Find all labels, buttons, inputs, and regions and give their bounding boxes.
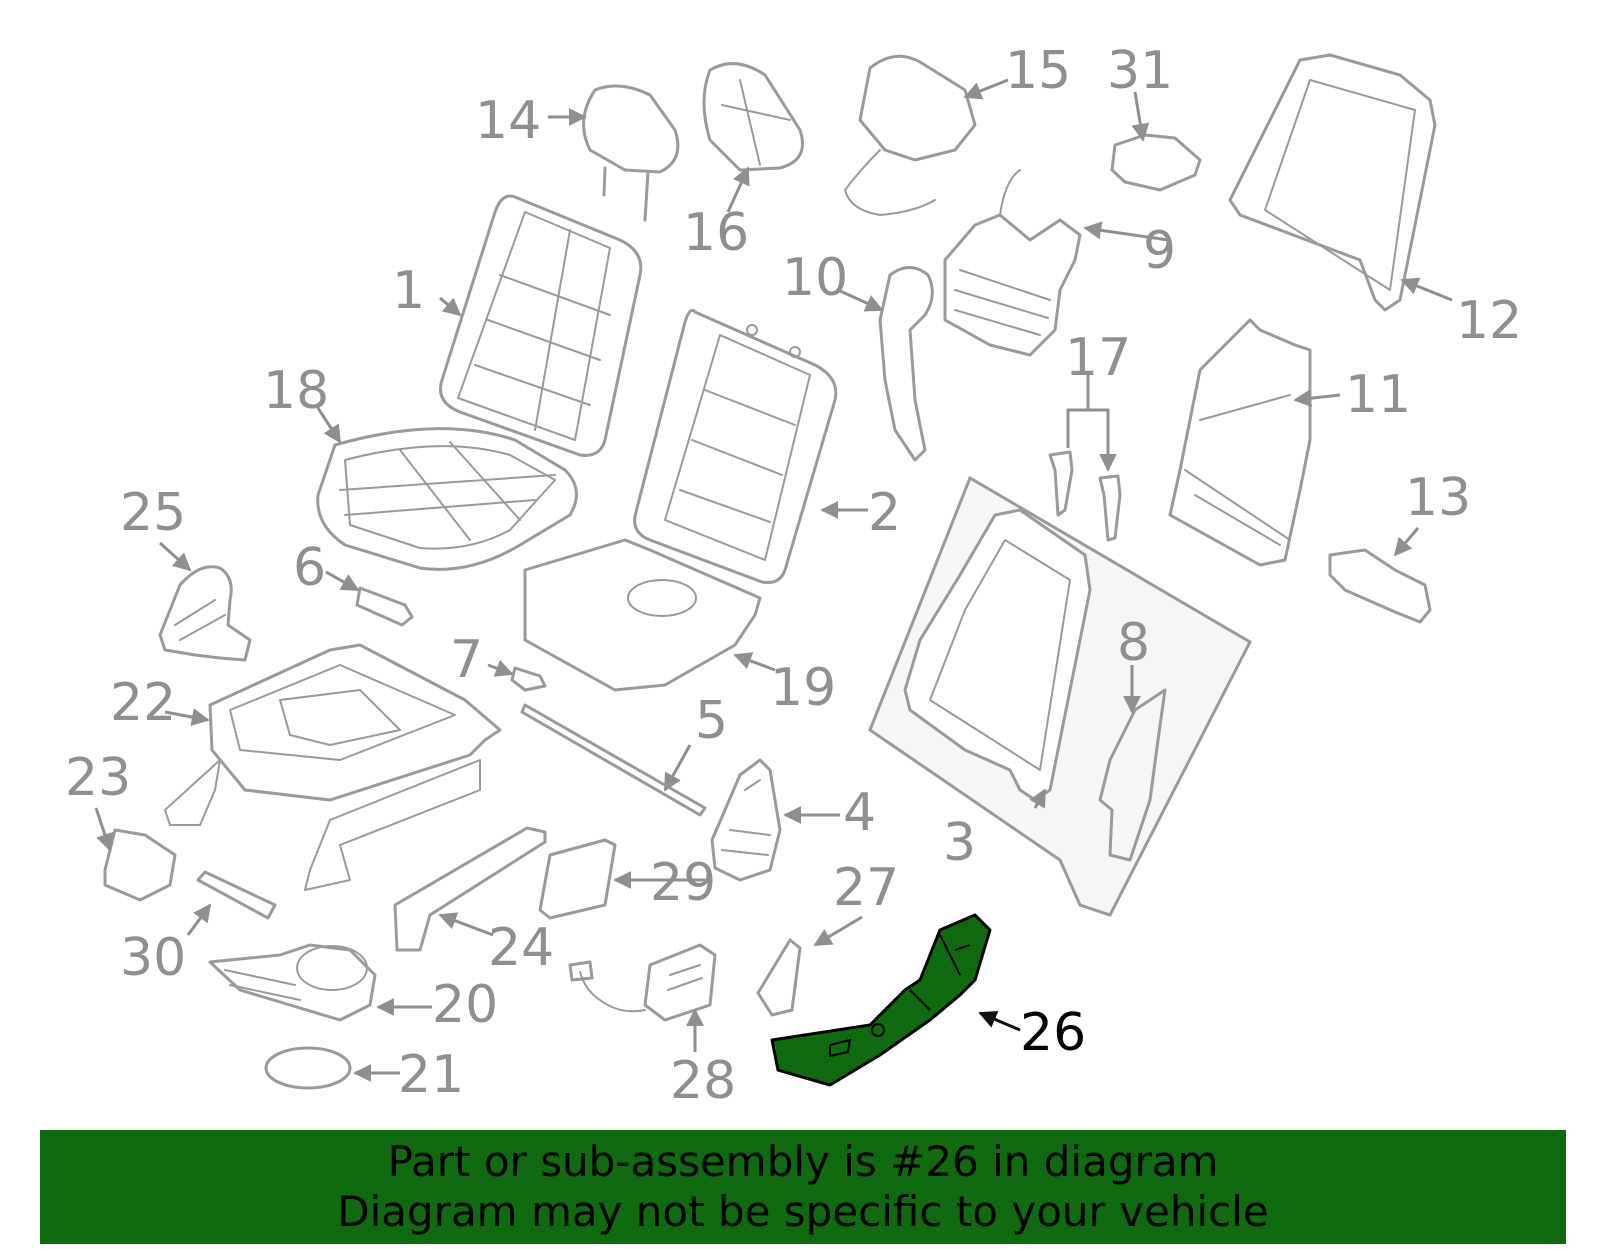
part-26-side-shield	[770, 913, 992, 1087]
part-12-rear-panel	[1228, 53, 1437, 312]
callout-3: 3	[943, 813, 976, 873]
callout-19: 19	[770, 658, 836, 718]
part-15-headrest-module	[844, 54, 977, 216]
leader-arrows	[94, 78, 1453, 1082]
part-9-lumbar-support	[943, 169, 1082, 357]
callout-16: 16	[683, 203, 749, 263]
part-22-seat-frame	[164, 643, 502, 891]
part-19-cushion-pad	[523, 538, 762, 692]
callout-7: 7	[450, 630, 483, 690]
part-29-bracket-plate	[538, 838, 617, 920]
part-2-seat-back-pad	[633, 308, 838, 584]
callout-2: 2	[868, 483, 901, 543]
callout-20: 20	[432, 975, 498, 1035]
callout-21: 21	[398, 1045, 464, 1105]
part-7-clip	[510, 666, 547, 692]
part-27-trim-piece	[756, 938, 802, 1017]
part-3-seat-back-frame	[868, 475, 1252, 917]
part-14-headrest	[582, 84, 680, 222]
part-30-trim-strip	[196, 870, 277, 920]
part-24-side-trim	[393, 826, 547, 952]
part-23-end-cap	[103, 828, 177, 902]
callout-29: 29	[650, 853, 716, 913]
callout-4: 4	[843, 783, 876, 843]
callout-23: 23	[65, 748, 131, 808]
part-31-connector	[1110, 133, 1202, 192]
callout-9: 9	[1143, 221, 1176, 281]
callout-14: 14	[475, 91, 541, 151]
part-4-motor	[710, 758, 782, 882]
part-11-back-panel	[1168, 318, 1312, 567]
info-banner: Part or sub-assembly is #26 in diagram D…	[40, 1130, 1566, 1244]
banner-part-line: Part or sub-assembly is #26 in diagram	[387, 1137, 1219, 1186]
callout-13: 13	[1405, 468, 1471, 528]
part-21-ring	[264, 1046, 352, 1090]
callout-17: 17	[1065, 328, 1131, 388]
part-18-seat-cushion-cover	[316, 427, 578, 571]
callout-26: 26	[1020, 1003, 1086, 1063]
callout-24: 24	[488, 918, 554, 978]
part-28-switch-harness	[568, 943, 717, 1022]
callout-1: 1	[392, 261, 425, 321]
callout-6: 6	[293, 538, 326, 598]
part-10-belt-guide	[878, 266, 934, 462]
callout-22: 22	[110, 673, 176, 733]
part-6-pin	[355, 586, 414, 627]
callout-12: 12	[1456, 291, 1522, 351]
part-16-headrest	[702, 62, 804, 172]
callout-5: 5	[695, 691, 728, 751]
part-13-bracket	[1328, 548, 1432, 624]
part-25-side-cap	[158, 565, 252, 662]
callout-31: 31	[1107, 41, 1173, 101]
part-20-recliner	[208, 943, 377, 1022]
callout-30: 30	[120, 928, 186, 988]
callout-25: 25	[120, 483, 186, 543]
part-1-seat-back-cover	[439, 194, 643, 457]
callout-18: 18	[263, 361, 329, 421]
part-8-side-bracket	[1098, 688, 1167, 862]
callout-27: 27	[833, 858, 899, 918]
callout-28: 28	[670, 1051, 736, 1111]
callout-8: 8	[1117, 613, 1150, 673]
callout-labels: 1 2 3 4 5 6 7 8 9 10 11 12 13 14 15 16 1…	[65, 41, 1522, 1111]
callout-11: 11	[1345, 365, 1411, 425]
callout-15: 15	[1005, 41, 1071, 101]
part-5-rod	[520, 703, 707, 817]
banner-disclaimer-line: Diagram may not be specific to your vehi…	[337, 1187, 1269, 1236]
callout-10: 10	[782, 248, 848, 308]
